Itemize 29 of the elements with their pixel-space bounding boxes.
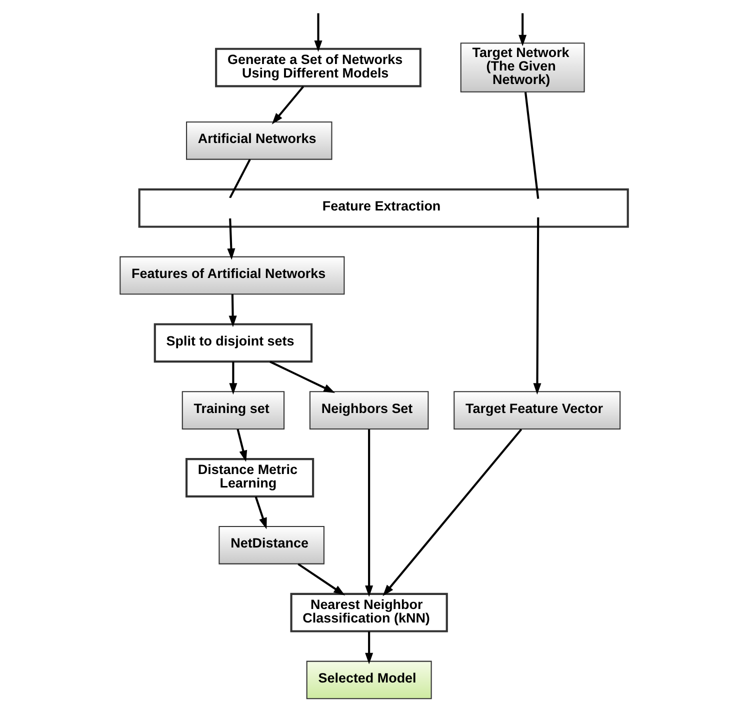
node-box: Distance Metric Learning — [185, 458, 314, 498]
arrow — [314, 13, 322, 52]
connector — [228, 158, 250, 198]
connector — [524, 92, 539, 199]
arrow — [228, 362, 237, 395]
node-box: NetDistance — [218, 526, 324, 564]
node-box: Split to disjoint sets — [153, 323, 312, 363]
node-box: Target Feature Vector — [453, 391, 620, 430]
node-box: Artificial Networks — [186, 121, 332, 160]
arrow — [271, 86, 304, 124]
node-box: Features of Artificial Networks — [119, 256, 344, 295]
arrow — [364, 631, 373, 664]
node-box: Target Network (The Given Network) — [460, 42, 584, 92]
arrow — [297, 563, 345, 596]
arrow — [228, 294, 236, 328]
node-box: Feature Extraction — [138, 188, 628, 228]
node-box: Selected Model — [306, 660, 432, 700]
node-box: Training set — [181, 391, 284, 430]
arrow — [364, 429, 373, 597]
node-box: Generate a Set of Networks Using Different Models — [214, 48, 421, 88]
arrow — [236, 428, 247, 462]
arrow — [532, 217, 541, 395]
node-box: Neighbors Set — [308, 391, 428, 430]
arrow — [382, 428, 522, 596]
arrow — [269, 360, 335, 393]
arrow — [518, 13, 526, 46]
arrow — [254, 496, 266, 530]
arrow — [226, 218, 235, 260]
node-box: Nearest Neighbor Classification (kNN) — [290, 592, 448, 632]
